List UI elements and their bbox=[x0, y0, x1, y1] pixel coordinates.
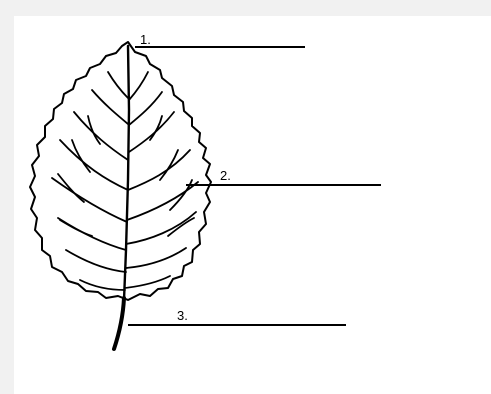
leaf-illustration bbox=[30, 42, 211, 349]
label-2: 2. bbox=[186, 168, 381, 185]
leaf-outline bbox=[30, 42, 211, 300]
leaf-stem bbox=[114, 298, 124, 349]
label-1: 1. bbox=[135, 32, 305, 47]
veins-right bbox=[125, 72, 198, 288]
label-3: 3. bbox=[128, 308, 346, 325]
leaf-midrib bbox=[124, 46, 129, 300]
label-1-number: 1. bbox=[140, 32, 151, 47]
label-3-number: 3. bbox=[177, 308, 188, 323]
veins-left bbox=[52, 72, 128, 290]
label-2-number: 2. bbox=[220, 168, 231, 183]
